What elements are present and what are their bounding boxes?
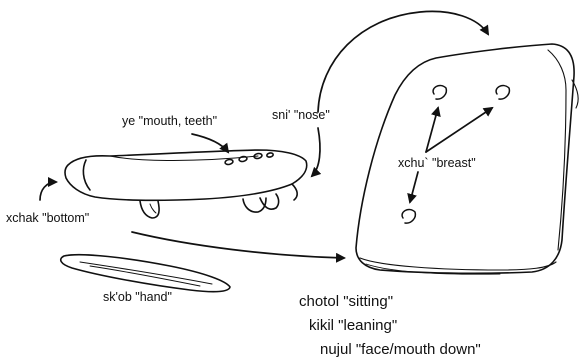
hand-object-sketch bbox=[61, 255, 230, 292]
long-object-sketch bbox=[65, 150, 307, 218]
label-breast: xchu` "breast" bbox=[398, 157, 476, 170]
label-nose: sni' "nose" bbox=[272, 109, 330, 122]
position-sitting: chotol "sitting" bbox=[299, 294, 393, 309]
position-face-down: nujul "face/mouth down" bbox=[320, 342, 481, 357]
label-bottom: xchak "bottom" bbox=[6, 212, 89, 225]
label-hand: sk'ob "hand" bbox=[103, 291, 172, 304]
label-mouth-teeth: ye "mouth, teeth" bbox=[122, 115, 217, 128]
position-leaning: kikil "leaning" bbox=[309, 318, 397, 333]
annotation-arrows bbox=[40, 11, 492, 258]
